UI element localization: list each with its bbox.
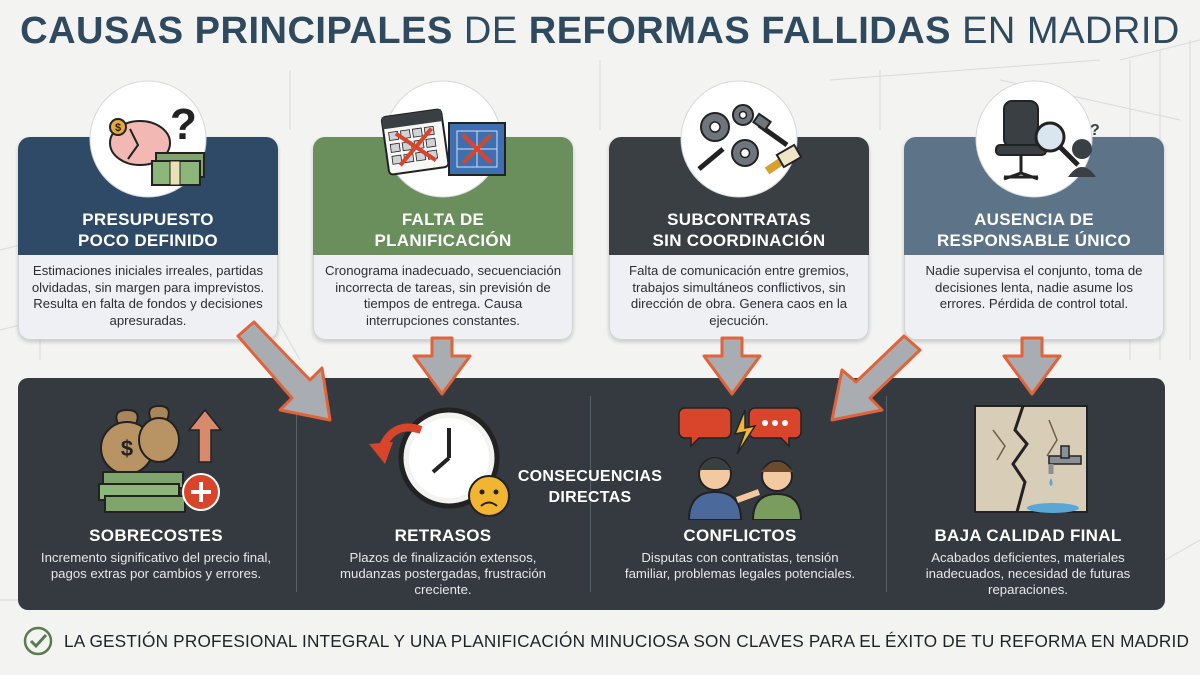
cause-description: Estimaciones iniciales irreales, partida… <box>31 263 265 328</box>
cause-card-body: Nadie supervisa el conjunto, toma de dec… <box>904 255 1164 340</box>
svg-text:$: $ <box>115 122 121 134</box>
check-circle-icon <box>23 626 53 656</box>
consequence-description: Acabados deficientes, materiales inadecu… <box>925 550 1131 597</box>
consequence-sobrecostes: $ SOBRECOSTES Incremento significativo d… <box>16 396 296 606</box>
cause-card-subcontratas: SUBCONTRATAS SIN COORDINACIÓN Falta de c… <box>609 80 869 340</box>
consequence-description: Incremento significativo del precio fina… <box>40 550 272 581</box>
footer-banner: LA GESTIÓN PROFESIONAL INTEGRAL Y UNA PL… <box>22 625 1189 659</box>
clock-sad-face-icon <box>369 407 510 517</box>
center-label-line1: CONSECUENCIAS <box>517 468 663 485</box>
cause-title-line2: RESPONSABLE ÚNICO <box>936 231 1131 250</box>
cause-description: Falta de comunicación entre gremios, tra… <box>629 263 849 328</box>
arguing-people-icon <box>678 407 803 520</box>
consequence-description: Disputas con contratistas, tensión famil… <box>624 550 856 581</box>
cause-title-line1: FALTA DE <box>401 210 485 229</box>
cause-title-line2: PLANIFICACIÓN <box>374 231 512 250</box>
svg-text:$: $ <box>121 436 133 461</box>
cause-card-presupuesto: $ ? PRESUPUESTO POCO DEFINIDO Estimacion… <box>18 80 278 340</box>
panel-divider <box>886 396 887 592</box>
cause-title: FALTA DE PLANIFICACIÓN <box>313 209 573 251</box>
consequence-retrasos: RETRASOS Plazos de finalización extensos… <box>303 396 583 606</box>
panel-divider <box>296 396 297 592</box>
cause-title-line1: SUBCONTRATAS <box>667 210 811 229</box>
consequence-title: CONFLICTOS <box>683 526 797 545</box>
consequence-title: BAJA CALIDAD FINAL <box>934 526 1122 545</box>
gears-tools-icon <box>680 80 803 198</box>
cause-description: Cronograma inadecuado, secuenciación inc… <box>324 263 562 328</box>
title-part-reformas: REFORMAS FALLIDAS <box>528 10 952 52</box>
cracked-wall-leak-icon <box>974 405 1088 513</box>
cause-title-line1: AUSENCIA DE <box>974 210 1094 229</box>
cause-title: SUBCONTRATAS SIN COORDINACIÓN <box>609 209 869 251</box>
cause-card-responsable: ? AUSENCIA DE RESPONSABLE ÚNICO Nadie su… <box>904 80 1164 340</box>
title-part-causas: CAUSAS PRINCIPALES <box>20 10 453 52</box>
consequence-description: Plazos de finalización extensos, mudanza… <box>340 550 546 597</box>
cause-title-line2: POCO DEFINIDO <box>78 231 218 250</box>
svg-text:?: ? <box>170 100 197 149</box>
consequence-conflictos: CONFLICTOS Disputas con contratistas, te… <box>600 396 880 606</box>
empty-chair-magnifier-icon: ? <box>975 80 1100 198</box>
money-bags-plus-icon: $ <box>98 404 223 513</box>
cause-card-body: Estimaciones iniciales irreales, partida… <box>18 255 278 340</box>
cause-title-line1: PRESUPUESTO <box>82 210 214 229</box>
consequence-title: SOBRECOSTES <box>89 526 223 545</box>
cause-title: AUSENCIA DE RESPONSABLE ÚNICO <box>904 209 1164 251</box>
title-part-madrid: EN MADRID <box>951 10 1180 52</box>
calendar-blueprint-icon <box>380 80 506 198</box>
cause-title-line2: SIN COORDINACIÓN <box>652 231 826 250</box>
page-title: CAUSAS PRINCIPALES DE REFORMAS FALLIDAS … <box>0 10 1200 53</box>
consequence-baja-calidad: BAJA CALIDAD FINAL Acabados deficientes,… <box>888 396 1168 606</box>
cause-card-body: Cronograma inadecuado, secuenciación inc… <box>313 255 573 340</box>
cause-description: Nadie supervisa el conjunto, toma de dec… <box>925 263 1143 311</box>
cause-title: PRESUPUESTO POCO DEFINIDO <box>18 209 278 251</box>
cause-card-planificacion: FALTA DE PLANIFICACIÓN Cronograma inadec… <box>313 80 573 340</box>
svg-text:?: ? <box>1090 122 1100 139</box>
center-label-line2: DIRECTAS <box>548 489 632 506</box>
consequence-title: RETRASOS <box>394 526 492 545</box>
piggy-bank-money-question-icon: $ ? <box>89 80 207 198</box>
consequences-center-label: CONSECUENCIAS DIRECTAS <box>508 466 672 508</box>
panel-divider <box>590 396 591 592</box>
footer-text: LA GESTIÓN PROFESIONAL INTEGRAL Y UNA PL… <box>64 631 1190 651</box>
title-part-de: DE <box>452 10 529 52</box>
cause-card-body: Falta de comunicación entre gremios, tra… <box>609 255 869 340</box>
